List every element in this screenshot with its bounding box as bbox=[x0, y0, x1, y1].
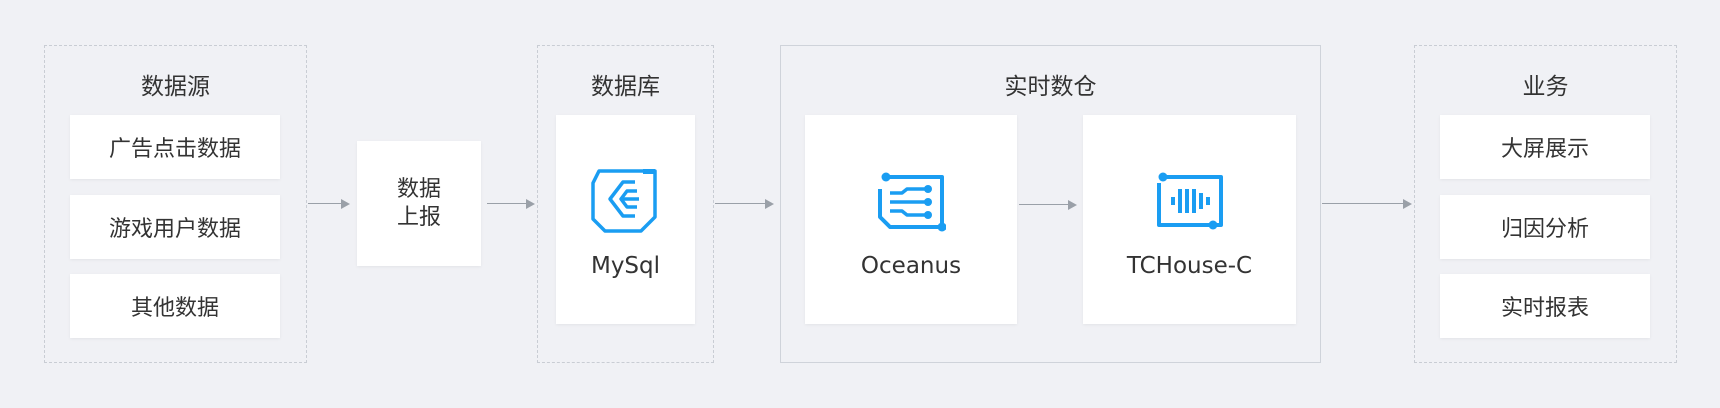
mysql-card[interactable]: MySql bbox=[556, 115, 695, 324]
oceanus-label: Oceanus bbox=[860, 253, 962, 279]
mysql-icon bbox=[590, 169, 657, 233]
mysql-label: MySql bbox=[590, 253, 661, 279]
business-group: 业务 大屏展示 归因分析 实时报表 bbox=[1414, 45, 1677, 363]
business-item-big-screen[interactable]: 大屏展示 bbox=[1440, 115, 1650, 179]
oceanus-card[interactable]: Oceanus bbox=[805, 115, 1017, 324]
data-source-item-ad-clicks[interactable]: 广告点击数据 bbox=[70, 115, 280, 179]
business-title: 业务 bbox=[1522, 74, 1569, 100]
arrow-report-to-database bbox=[487, 198, 535, 210]
data-source-item-game-users[interactable]: 游戏用户数据 bbox=[70, 195, 280, 259]
tchouse-c-card[interactable]: TCHouse-C bbox=[1083, 115, 1296, 324]
arrow-oceanus-to-tchouse bbox=[1019, 199, 1077, 211]
data-source-title: 数据源 bbox=[141, 74, 210, 100]
data-report-box[interactable]: 数据 上报 bbox=[357, 141, 481, 266]
data-report-label-line1: 数据 bbox=[396, 176, 441, 202]
data-source-group: 数据源 广告点击数据 游戏用户数据 其他数据 bbox=[44, 45, 307, 363]
data-report-label-line2: 上报 bbox=[396, 204, 441, 230]
database-title: 数据库 bbox=[591, 74, 660, 100]
tchouse-c-icon bbox=[1156, 172, 1223, 230]
business-item-realtime-report[interactable]: 实时报表 bbox=[1440, 274, 1650, 338]
tchouse-c-label: TCHouse-C bbox=[1126, 253, 1253, 279]
realtime-warehouse-group: 实时数仓 Oceanus TCHouse-C bbox=[780, 45, 1321, 363]
arrow-warehouse-to-business bbox=[1322, 198, 1412, 210]
realtime-warehouse-title: 实时数仓 bbox=[1004, 74, 1097, 100]
arrow-sources-to-report bbox=[308, 198, 350, 210]
data-source-item-other[interactable]: 其他数据 bbox=[70, 274, 280, 338]
database-group: 数据库 MySql bbox=[537, 45, 714, 363]
arrow-database-to-warehouse bbox=[715, 198, 774, 210]
oceanus-icon bbox=[878, 172, 946, 232]
business-item-attribution[interactable]: 归因分析 bbox=[1440, 195, 1650, 259]
